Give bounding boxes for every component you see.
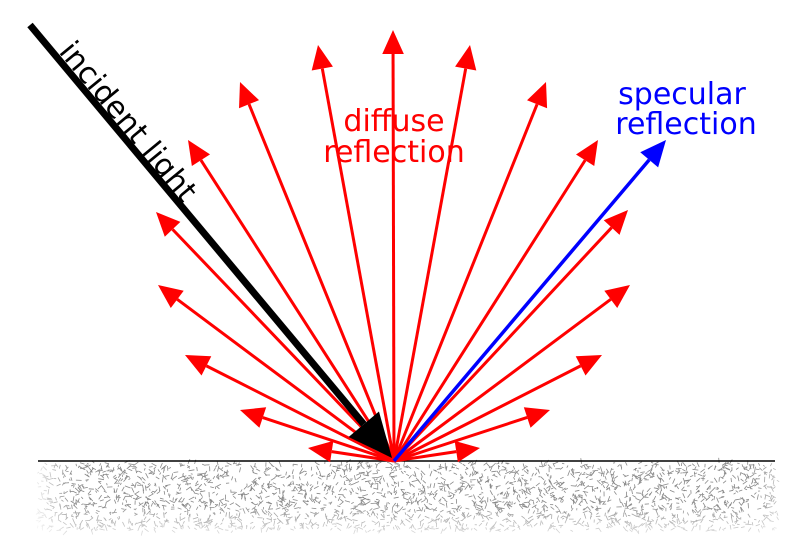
diffuse-ray-7 <box>311 45 396 462</box>
diffuse-ray-13 <box>393 285 630 463</box>
specular-arrow-head <box>640 140 666 168</box>
incident-arrow <box>27 22 392 458</box>
diffuse-ray-14 <box>393 355 602 463</box>
diffuse-ray-3-head <box>158 285 184 309</box>
diffuse-ray-16 <box>393 440 480 463</box>
diffuse-ray-12 <box>392 210 628 463</box>
rough-surface <box>30 457 802 546</box>
diffuse-ray-11 <box>392 140 598 462</box>
diffuse-ray-14-head <box>575 355 602 376</box>
diffuse-ray-0-head <box>308 440 334 463</box>
diffuse-ray-10-head <box>527 82 548 109</box>
diffuse-ray-6 <box>239 82 396 462</box>
diffuse-ray-8 <box>382 30 404 462</box>
diffuse-ray-8-head <box>382 30 404 55</box>
specular-arrow <box>392 140 666 463</box>
diffuse-label-line1: diffuse <box>343 104 444 139</box>
diffuse-ray-6-head <box>239 82 260 109</box>
diffuse-ray-16-head <box>454 440 480 463</box>
diffuse-ray-7-head <box>311 45 333 71</box>
diffuse-ray-2 <box>185 355 395 463</box>
diffuse-ray-5-head <box>188 140 211 167</box>
diffuse-ray-5 <box>188 140 396 462</box>
diffuse-ray-9-head <box>455 45 477 71</box>
diffuse-ray-10 <box>392 82 548 462</box>
diffuse-ray-12-head <box>603 210 628 235</box>
diffuse-rays <box>156 30 630 463</box>
diffuse-ray-13-head <box>604 285 630 309</box>
incident-light-label: incident light <box>52 35 204 209</box>
diffuse-ray-1 <box>240 407 395 463</box>
diffuse-ray-15-head <box>523 407 550 428</box>
diffuse-ray-2-head <box>185 355 212 376</box>
specular-ray <box>392 140 666 463</box>
diffuse-ray-1-head <box>240 407 267 428</box>
diffuse-ray-0 <box>308 440 395 463</box>
incident-ray <box>27 22 392 458</box>
diffuse-ray-11-head <box>576 140 598 167</box>
specular-label-line2: reflection <box>615 107 756 142</box>
specular-label-line1: specular <box>618 77 746 112</box>
diffuse-ray-15 <box>393 407 550 463</box>
incident-arrow-head <box>348 411 392 458</box>
diffuse-label-line2: reflection <box>323 135 464 170</box>
diffuse-ray-9 <box>392 45 477 462</box>
diffuse-ray-4 <box>156 212 396 463</box>
diffuse-ray-4-head <box>156 212 181 237</box>
